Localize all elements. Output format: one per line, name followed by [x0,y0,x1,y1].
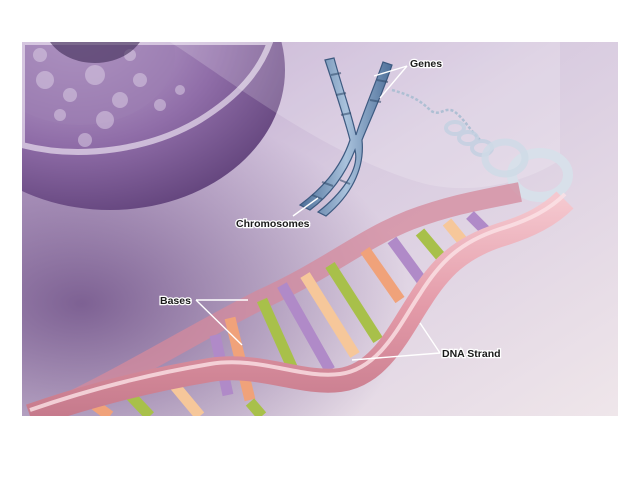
chromosomes-label: Chromosomes [236,218,310,230]
dna-helix [26,182,574,416]
cell-nucleus [22,42,285,210]
illustration-panel: Genes Chromosomes Bases DNA Strand [22,42,618,416]
genes-label: Genes [410,58,442,70]
dna-strand-label: DNA Strand [442,348,501,360]
bases-label: Bases [160,295,191,307]
leader-lines [195,65,441,361]
